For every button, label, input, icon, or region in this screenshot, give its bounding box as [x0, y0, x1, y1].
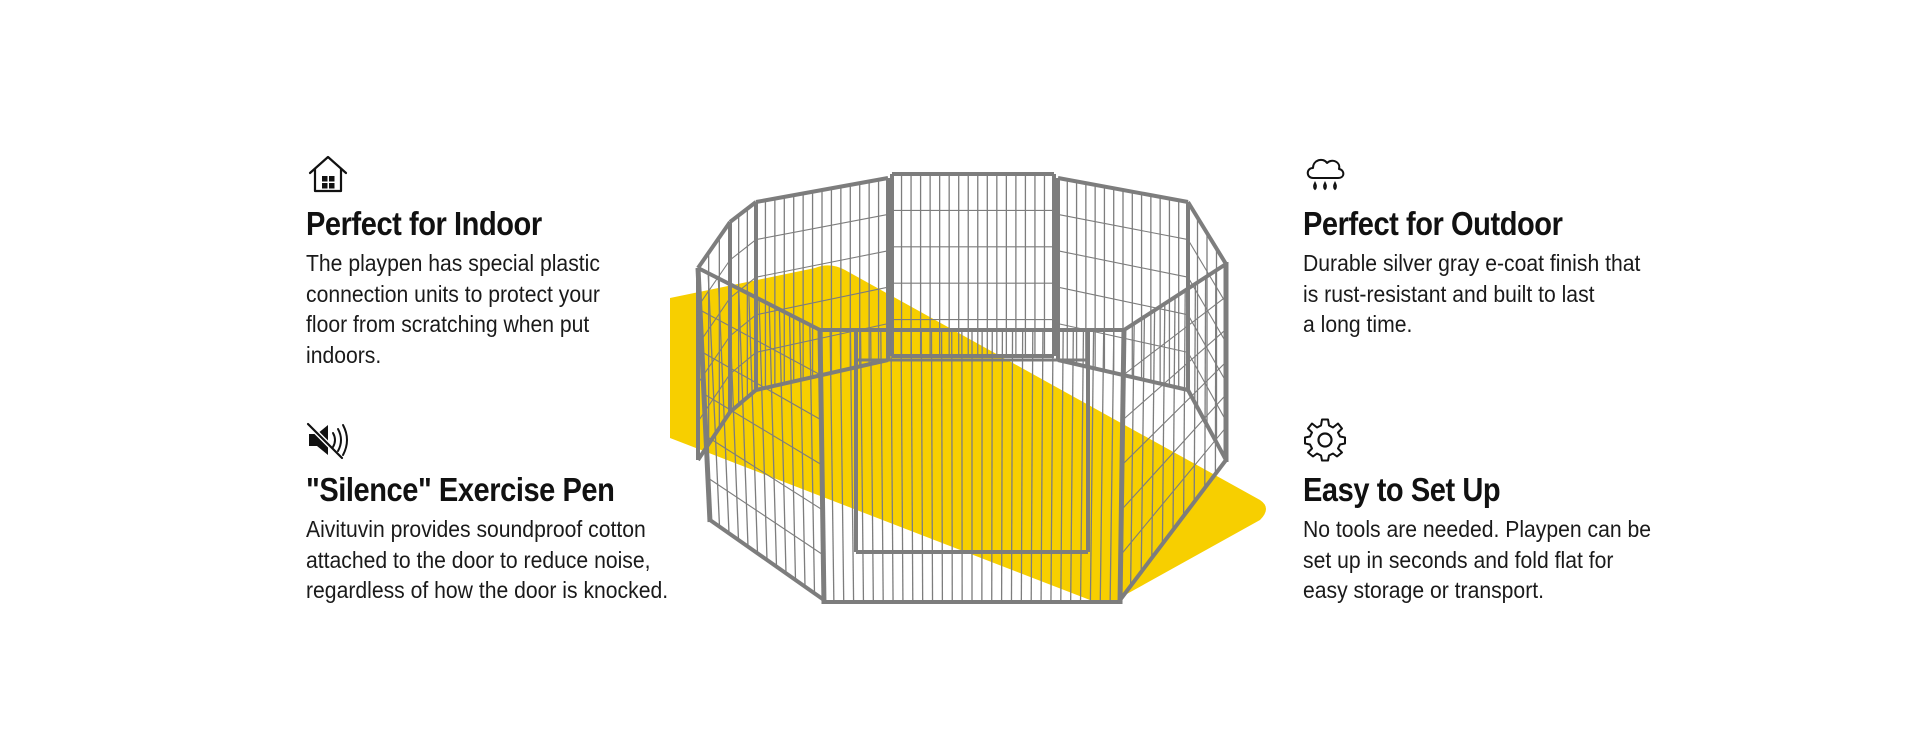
- feature-indoor: Perfect for Indoor The playpen has speci…: [306, 152, 726, 370]
- playpen-frame: [695, 172, 1229, 605]
- feature-silence: "Silence" Exercise Pen Aivituvin provide…: [306, 418, 726, 606]
- desc-line: The playpen has special plastic: [306, 250, 600, 276]
- desc-line: indoors.: [306, 341, 382, 368]
- playpen-image: [670, 172, 1266, 605]
- desc-line: floor from scratching when put: [306, 311, 590, 337]
- desc-line: easy storage or transport.: [1303, 577, 1545, 603]
- desc-line: connection units to protect your: [306, 280, 600, 307]
- desc-line: Aivituvin provides soundproof cotton: [306, 516, 646, 542]
- feature-setup-title: Easy to Set Up: [1303, 471, 1501, 508]
- feature-outdoor: Perfect for Outdoor Durable silver gray …: [1303, 152, 1723, 340]
- desc-line: attached to the door to reduce noise,: [306, 546, 651, 573]
- feature-indoor-description: The playpen has special plastic connecti…: [306, 248, 702, 370]
- desc-line: regardless of how the door is knocked.: [306, 577, 669, 603]
- feature-setup-description: No tools are needed. Playpen can be set …: [1303, 514, 1699, 606]
- desc-line: a long time.: [1303, 311, 1413, 337]
- house-icon: [308, 155, 348, 193]
- desc-line: set up in seconds and fold flat for: [1303, 546, 1614, 573]
- feature-outdoor-title: Perfect for Outdoor: [1303, 205, 1563, 242]
- feature-outdoor-description: Durable silver gray e-coat finish that i…: [1303, 248, 1699, 340]
- desc-line: is rust-resistant and built to last: [1303, 280, 1595, 307]
- desc-line: Durable silver gray e-coat finish that: [1303, 250, 1641, 276]
- gear-icon: [1304, 418, 1346, 462]
- rain-cloud-icon: [1306, 158, 1345, 191]
- feature-silence-title: "Silence" Exercise Pen: [306, 471, 615, 508]
- feature-silence-description: Aivituvin provides soundproof cotton att…: [306, 514, 702, 606]
- desc-line: No tools are needed. Playpen can be: [1303, 516, 1652, 542]
- feature-setup: Easy to Set Up No tools are needed. Play…: [1303, 418, 1723, 606]
- muted-speaker-icon: [306, 422, 348, 460]
- feature-indoor-title: Perfect for Indoor: [306, 205, 542, 242]
